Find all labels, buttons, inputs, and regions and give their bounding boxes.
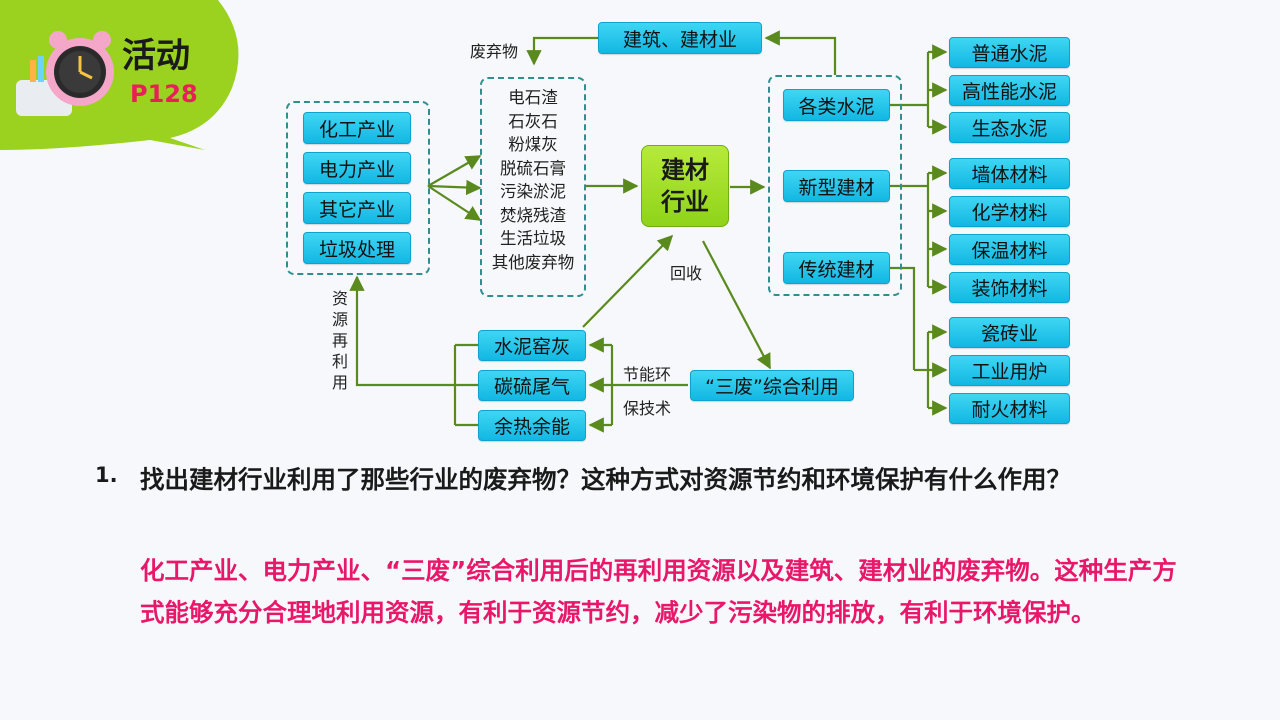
waste-item: 其他废弃物 — [491, 252, 575, 272]
waste-group — [480, 77, 586, 297]
waste-item: 焚烧残渣 — [500, 205, 566, 225]
product-decoration-materials: 装饰材料 — [949, 272, 1070, 303]
recycle-label: 回收 — [670, 264, 703, 283]
product-industrial-furnace: 工业用炉 — [949, 355, 1070, 386]
product-wall-materials: 墙体材料 — [949, 158, 1070, 189]
waste-item: 电石渣 — [508, 88, 558, 107]
reuse-carbon-sulfur-gas: 碳硫尾气 — [478, 370, 586, 401]
question-text: 找出建材行业利用了那些行业的废弃物？这种方式对资源节约和环境保护有什么作用？ — [140, 465, 1071, 494]
waste-item: 粉煤灰 — [508, 135, 558, 154]
product-ceramic-tile: 瓷砖业 — [949, 317, 1070, 348]
alarm-clock-icon — [16, 31, 114, 116]
page-reference: P128 — [130, 80, 198, 108]
source-other: 其它产业 — [303, 192, 411, 224]
waste-item: 脱硫石膏 — [500, 158, 566, 178]
center-line-1: 建材 — [661, 156, 709, 184]
source-chemical: 化工产业 — [303, 112, 411, 144]
product-high-performance-cement: 高性能水泥 — [949, 75, 1070, 106]
categories-group — [768, 75, 902, 296]
construction-industry-node: 建筑、建材业 — [598, 22, 762, 54]
product-eco-cement: 生态水泥 — [949, 112, 1070, 143]
answer-text: 化工产业、电力产业、“三废”综合利用后的再利用资源以及建筑、建材业的废弃物。这种… — [140, 556, 1177, 627]
waste-item: 污染淤泥 — [500, 182, 566, 201]
reuse-cement-kiln-ash: 水泥窑灰 — [478, 330, 586, 361]
reuse-waste-heat: 余热余能 — [478, 410, 586, 441]
product-chemical-materials: 化学材料 — [949, 196, 1070, 227]
activity-title: 活动 — [122, 36, 190, 76]
center-line-2: 行业 — [661, 188, 709, 216]
tech-label-line-2: 保技术 — [623, 399, 672, 418]
product-refractory-materials: 耐火材料 — [949, 393, 1070, 424]
source-garbage: 垃圾处理 — [303, 232, 411, 264]
sources-group — [286, 101, 430, 275]
product-ordinary-cement: 普通水泥 — [949, 37, 1070, 68]
three-wastes-node: “三废”综合利用 — [690, 370, 854, 401]
question-number: 1. — [95, 463, 118, 487]
tech-label-line-1: 节能环 — [623, 365, 672, 384]
source-power: 电力产业 — [303, 152, 411, 184]
category-cement: 各类水泥 — [783, 89, 890, 121]
waste-item: 生活垃圾 — [500, 229, 566, 248]
waste-list: 电石渣 石灰石 粉煤灰 脱硫石膏 污染淤泥 焚烧残渣 生活垃圾 其他废弃物 — [483, 86, 583, 274]
resource-reuse-label: 资源再利用 — [331, 289, 348, 392]
activity-badge — [0, 0, 239, 150]
category-new-materials: 新型建材 — [783, 170, 890, 202]
waste-label: 废弃物 — [470, 42, 519, 61]
category-traditional: 传统建材 — [783, 252, 890, 284]
product-insulation-materials: 保温材料 — [949, 234, 1070, 265]
waste-item: 石灰石 — [508, 111, 558, 131]
building-materials-industry-node: 建材 行业 — [641, 145, 729, 227]
